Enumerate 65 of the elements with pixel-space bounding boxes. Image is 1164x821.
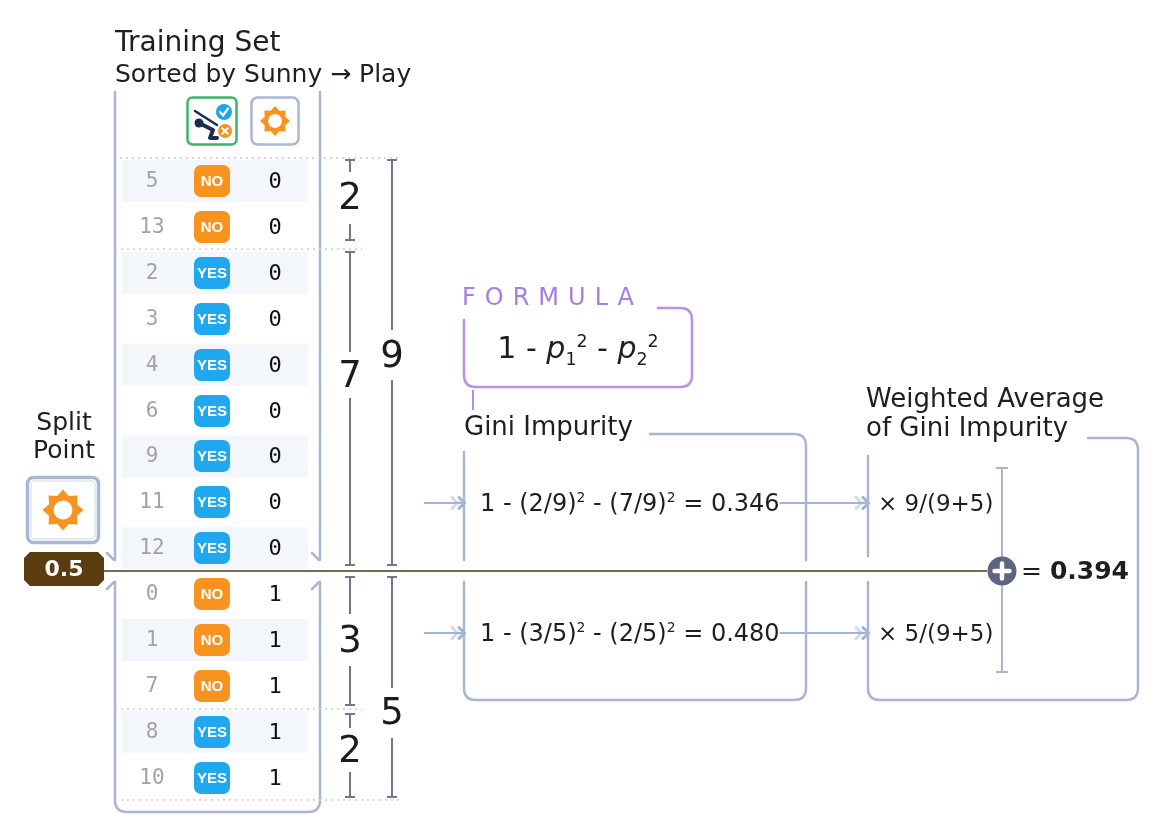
arrow	[423, 496, 467, 510]
row-number: 6	[145, 398, 159, 423]
sunny-value: 0	[268, 536, 282, 561]
play-tag: YES	[194, 256, 230, 289]
sunny-value: 1	[268, 765, 282, 790]
result-value: = 0.394	[1021, 555, 1129, 587]
row-number: 1	[145, 628, 159, 652]
sunny-value: 0	[268, 490, 282, 515]
count-label: 2	[338, 177, 362, 217]
play-tag: NO	[194, 578, 230, 611]
arrow	[778, 496, 871, 510]
split-heading: Split Point	[31, 408, 97, 463]
arrow	[778, 626, 871, 640]
row-number: 10	[139, 766, 165, 790]
play-tag: YES	[194, 715, 230, 748]
sunny-value: 0	[268, 398, 282, 423]
count-label: 2	[338, 730, 362, 770]
row-number: 4	[145, 353, 159, 377]
row-number: 2	[145, 261, 159, 285]
connector-line	[472, 389, 474, 411]
sunny-value: 1	[268, 582, 282, 607]
threshold-value: 0.5	[24, 552, 104, 586]
play-tag: YES	[194, 348, 230, 381]
sunny-value: 1	[268, 673, 282, 698]
row-number: 8	[145, 720, 159, 744]
play-tag: YES	[194, 302, 230, 335]
count-label: 7	[338, 355, 362, 395]
weighted-term: × 5/(9+5)	[870, 615, 994, 651]
arrow	[423, 626, 467, 640]
sunny-value: 1	[268, 719, 282, 744]
play-tag: YES	[194, 486, 230, 519]
row-number: 13	[139, 215, 165, 239]
panel-subtitle: Sorted by Sunny → Play	[115, 60, 412, 89]
gini-calculation: 1 - (3/5)$^{2}$ - (2/5)$^{2}$ = 0.480	[466, 615, 780, 651]
sunny-value: 0	[268, 352, 282, 377]
row-number: 12	[139, 536, 165, 560]
row-number: 5	[145, 169, 159, 193]
sunny-value: 0	[268, 214, 282, 239]
weighted-term: × 9/(9+5)	[870, 485, 994, 521]
sunny-value: 0	[268, 444, 282, 469]
sunny-value: 0	[268, 260, 282, 285]
sunny-value: 0	[268, 306, 282, 331]
sunny-value: 0	[268, 168, 282, 194]
count-label: 3	[338, 620, 362, 660]
play-tag: YES	[194, 394, 230, 427]
row-number: 3	[145, 307, 159, 331]
row-number: 0	[145, 582, 159, 606]
row-number: 7	[145, 674, 159, 698]
sunny-value: 1	[268, 627, 282, 653]
panel-title: Training Set	[115, 26, 281, 59]
play-tag: NO	[194, 165, 230, 197]
count-label: 9	[380, 335, 404, 375]
panel-title: Gini Impurity	[464, 412, 633, 442]
row-number: 9	[145, 444, 159, 468]
row-number: 11	[139, 490, 165, 514]
play-tag: NO	[194, 669, 230, 702]
play-tag: NO	[194, 624, 230, 656]
panel-title: Weighted Average of Gini Impurity	[866, 384, 1106, 443]
play-tag: YES	[194, 532, 230, 565]
formula-label: FORMULA	[462, 284, 643, 312]
play-tag: YES	[194, 440, 230, 473]
play-tag: NO	[194, 210, 230, 243]
gini-calculation: 1 - (2/9)$^{2}$ - (7/9)$^{2}$ = 0.346	[466, 485, 780, 521]
count-label: 5	[380, 692, 404, 732]
play-tag: YES	[194, 761, 230, 794]
